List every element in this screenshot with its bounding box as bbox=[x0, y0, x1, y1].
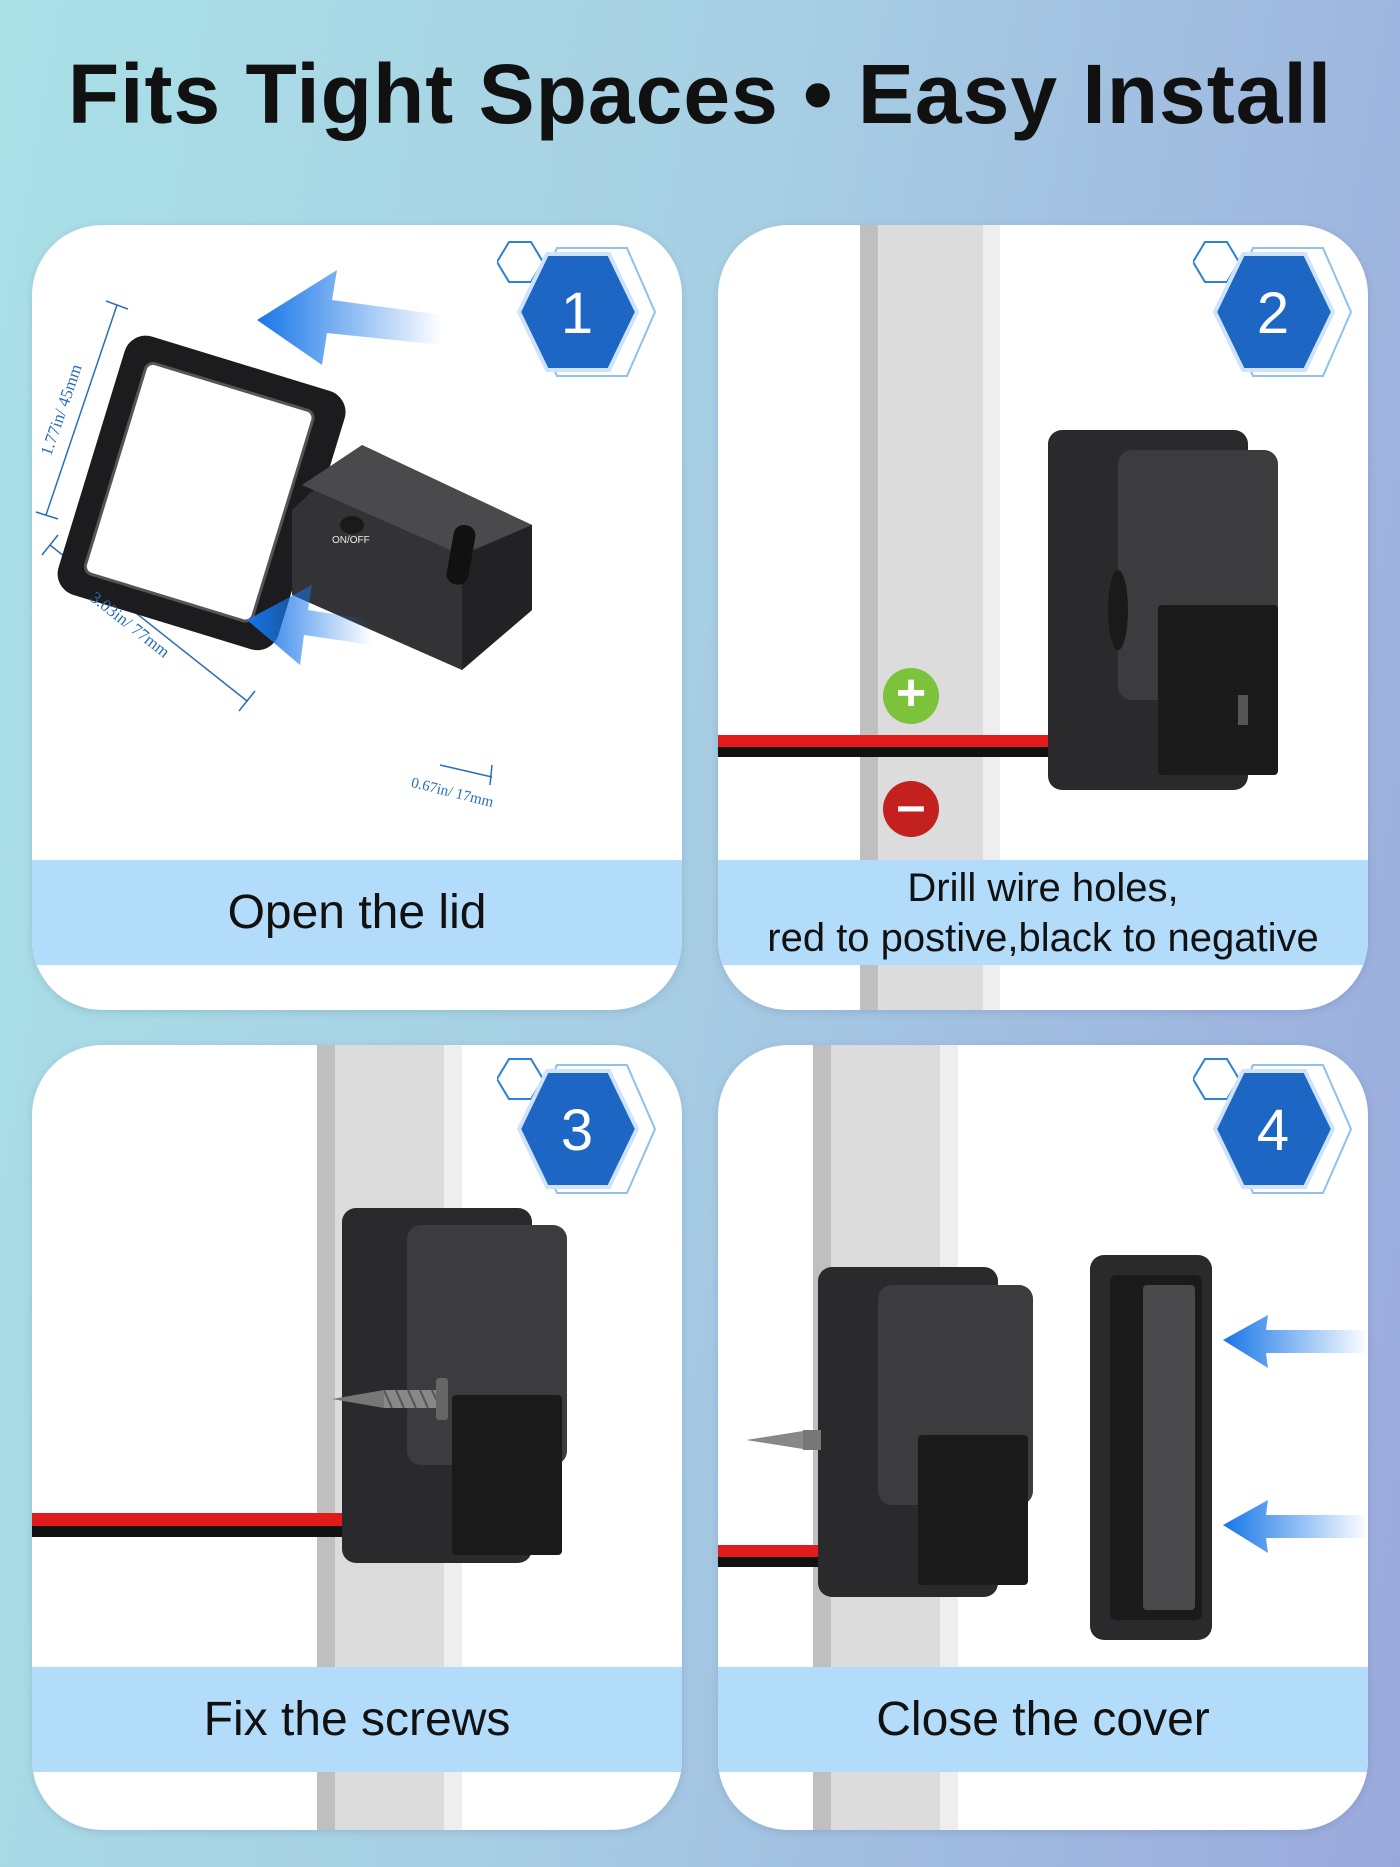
open-lid-illustration bbox=[35, 270, 532, 786]
step-card-1: 1.77in/ 45mm 3.03in/ 77mm 0.67in/ 17mm O… bbox=[32, 225, 682, 1010]
step-card-3: 3 Fix the screws bbox=[32, 1045, 682, 1830]
caption-line: Fix the screws bbox=[203, 1693, 511, 1746]
plus-icon: + bbox=[883, 667, 939, 724]
step-caption: Drill wire holes, red to postive,black t… bbox=[718, 860, 1368, 965]
arrow-left-icon bbox=[1223, 1315, 1368, 1368]
step-number: 4 bbox=[1256, 1097, 1290, 1163]
minus-icon: – bbox=[883, 780, 939, 837]
arrow-left-icon bbox=[247, 585, 372, 665]
step-caption: Open the lid bbox=[32, 860, 682, 965]
caption-line: Drill wire holes, bbox=[907, 865, 1179, 910]
caption-line: Open the lid bbox=[227, 886, 487, 939]
step-card-4: 4 Close the cover bbox=[718, 1045, 1368, 1830]
screw-icon bbox=[746, 1430, 821, 1450]
hexagon-badge-icon bbox=[1191, 241, 1353, 377]
device-body bbox=[292, 445, 532, 670]
step-badge-3: 3 bbox=[495, 1057, 657, 1207]
step-number: 3 bbox=[560, 1097, 594, 1163]
step-badge-2: 2 bbox=[1191, 240, 1353, 390]
step-badge-1: 1 bbox=[495, 240, 657, 390]
hexagon-badge-icon bbox=[495, 241, 657, 377]
step-caption: Fix the screws bbox=[32, 1667, 682, 1772]
device-body bbox=[1048, 430, 1278, 790]
hexagon-badge-icon bbox=[495, 1058, 657, 1194]
caption-line: Close the cover bbox=[876, 1693, 1210, 1746]
arrow-left-icon bbox=[1223, 1500, 1368, 1553]
arrow-left-icon bbox=[257, 270, 442, 365]
step-badge-4: 4 bbox=[1191, 1057, 1353, 1207]
switch-label: ON/OFF bbox=[332, 535, 370, 546]
lid-frame bbox=[57, 335, 346, 651]
hexagon-badge-icon bbox=[1191, 1058, 1353, 1194]
caption-line: red to postive,black to negative bbox=[767, 915, 1319, 960]
headline: Fits Tight Spaces • Easy Install bbox=[67, 47, 1333, 141]
cover-panel bbox=[1090, 1255, 1212, 1640]
step-number: 2 bbox=[1256, 280, 1290, 346]
device-body bbox=[818, 1267, 1033, 1597]
step-number: 1 bbox=[560, 280, 594, 346]
step-caption: Close the cover bbox=[718, 1667, 1368, 1772]
device-body bbox=[342, 1208, 567, 1563]
screw-icon bbox=[332, 1378, 448, 1420]
step-card-2: + – 2 Drill wire holes, red to postive,b… bbox=[718, 225, 1368, 1010]
